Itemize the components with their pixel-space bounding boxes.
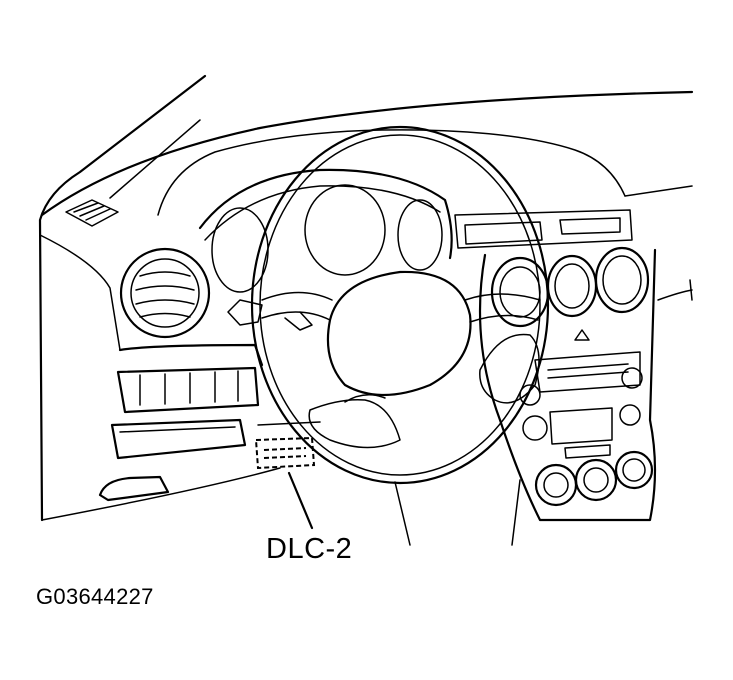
- left-air-vent: [119, 247, 211, 339]
- center-stack: [478, 248, 693, 522]
- instrument-cluster: [198, 168, 453, 293]
- center-display: [454, 209, 633, 249]
- figure-id: G03644227: [36, 584, 154, 609]
- lower-left-panel: [41, 343, 281, 521]
- steering-column: [394, 479, 521, 546]
- windshield-pillar: [38, 74, 207, 522]
- steering-wheel: [227, 125, 550, 485]
- center-vents: [490, 246, 650, 341]
- dlc-callout-label: DLC-2: [266, 533, 353, 565]
- dlc-leader-line: [287, 471, 314, 530]
- dlc-connector: [254, 421, 321, 470]
- dashboard-top: [39, 90, 694, 351]
- defroster-vent: [65, 199, 119, 227]
